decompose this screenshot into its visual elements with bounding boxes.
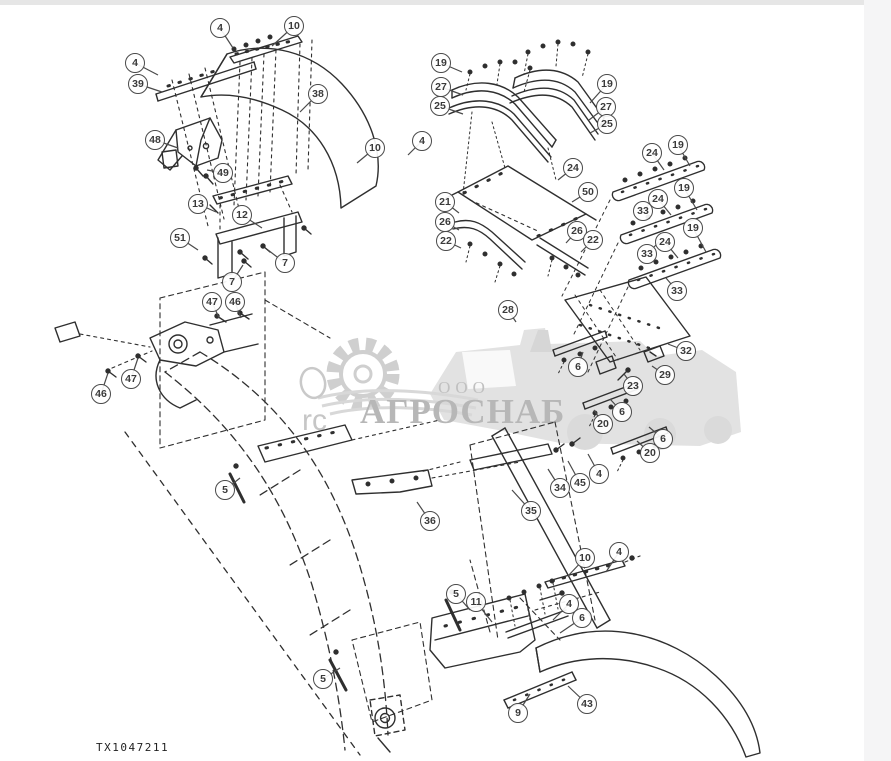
callout-19[interactable]: 19 <box>668 135 688 155</box>
callout-4[interactable]: 4 <box>412 131 432 151</box>
callout-22[interactable]: 22 <box>436 231 456 251</box>
callout-4[interactable]: 4 <box>609 542 629 562</box>
callout-19[interactable]: 19 <box>431 53 451 73</box>
callout-38[interactable]: 38 <box>308 84 328 104</box>
callout-5[interactable]: 5 <box>215 480 235 500</box>
callout-11[interactable]: 11 <box>466 592 486 612</box>
callout-9[interactable]: 9 <box>508 703 528 723</box>
callout-28[interactable]: 28 <box>498 300 518 320</box>
callout-4[interactable]: 4 <box>125 53 145 73</box>
callout-6[interactable]: 6 <box>612 402 632 422</box>
callout-19[interactable]: 19 <box>674 178 694 198</box>
callout-22[interactable]: 22 <box>583 230 603 250</box>
callout-4[interactable]: 4 <box>589 464 609 484</box>
callout-35[interactable]: 35 <box>521 501 541 521</box>
callout-43[interactable]: 43 <box>577 694 597 714</box>
callout-26[interactable]: 26 <box>435 212 455 232</box>
callout-10[interactable]: 10 <box>365 138 385 158</box>
callout-46[interactable]: 46 <box>225 292 245 312</box>
callout-36[interactable]: 36 <box>420 511 440 531</box>
callout-24[interactable]: 24 <box>563 158 583 178</box>
callout-24[interactable]: 24 <box>655 232 675 252</box>
callout-49[interactable]: 49 <box>213 163 233 183</box>
callout-29[interactable]: 29 <box>655 365 675 385</box>
callout-39[interactable]: 39 <box>128 74 148 94</box>
callout-10[interactable]: 10 <box>284 16 304 36</box>
callout-7[interactable]: 7 <box>222 272 242 292</box>
callout-4[interactable]: 4 <box>210 18 230 38</box>
callout-10[interactable]: 10 <box>575 548 595 568</box>
right-edge-strip <box>864 0 891 761</box>
top-edge-strip <box>0 0 891 5</box>
callout-48[interactable]: 48 <box>145 130 165 150</box>
callout-25[interactable]: 25 <box>597 114 617 134</box>
callout-33[interactable]: 33 <box>637 244 657 264</box>
callout-19[interactable]: 19 <box>683 218 703 238</box>
callout-46[interactable]: 46 <box>91 384 111 404</box>
callout-20[interactable]: 20 <box>593 414 613 434</box>
callout-34[interactable]: 34 <box>550 478 570 498</box>
callout-13[interactable]: 13 <box>188 194 208 214</box>
callout-47[interactable]: 47 <box>202 292 222 312</box>
callout-23[interactable]: 23 <box>623 376 643 396</box>
callout-6[interactable]: 6 <box>568 357 588 377</box>
callout-32[interactable]: 32 <box>676 341 696 361</box>
callout-25[interactable]: 25 <box>430 96 450 116</box>
callout-45[interactable]: 45 <box>570 473 590 493</box>
callout-51[interactable]: 51 <box>170 228 190 248</box>
callout-27[interactable]: 27 <box>431 77 451 97</box>
callout-5[interactable]: 5 <box>446 584 466 604</box>
callout-6[interactable]: 6 <box>572 608 592 628</box>
callout-5[interactable]: 5 <box>313 669 333 689</box>
callout-20[interactable]: 20 <box>640 443 660 463</box>
callout-50[interactable]: 50 <box>578 182 598 202</box>
callout-21[interactable]: 21 <box>435 192 455 212</box>
callout-19[interactable]: 19 <box>597 74 617 94</box>
callout-47[interactable]: 47 <box>121 369 141 389</box>
callout-7[interactable]: 7 <box>275 253 295 273</box>
callout-12[interactable]: 12 <box>232 205 252 225</box>
drawing-code: TX1047211 <box>96 741 170 754</box>
callout-24[interactable]: 24 <box>648 189 668 209</box>
callout-24[interactable]: 24 <box>642 143 662 163</box>
callout-33[interactable]: 33 <box>667 281 687 301</box>
